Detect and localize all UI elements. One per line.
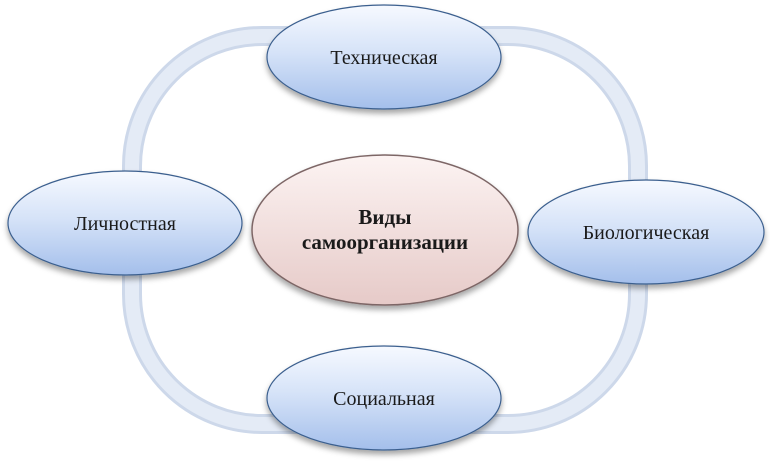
center-node: Виды самоорганизации	[251, 154, 519, 306]
node-personal-label: Личностная	[74, 213, 176, 235]
node-technical: Техническая	[266, 4, 502, 110]
center-title-line2: самоорганизации	[302, 230, 468, 254]
center-title-line1: Виды	[358, 205, 411, 229]
node-biological: Биологическая	[527, 179, 765, 285]
node-personal: Личностная	[7, 170, 243, 276]
node-social-label: Социальная	[333, 388, 435, 410]
node-technical-label: Техническая	[330, 47, 437, 69]
node-biological-label: Биологическая	[583, 222, 710, 244]
node-social: Социальная	[266, 345, 502, 451]
